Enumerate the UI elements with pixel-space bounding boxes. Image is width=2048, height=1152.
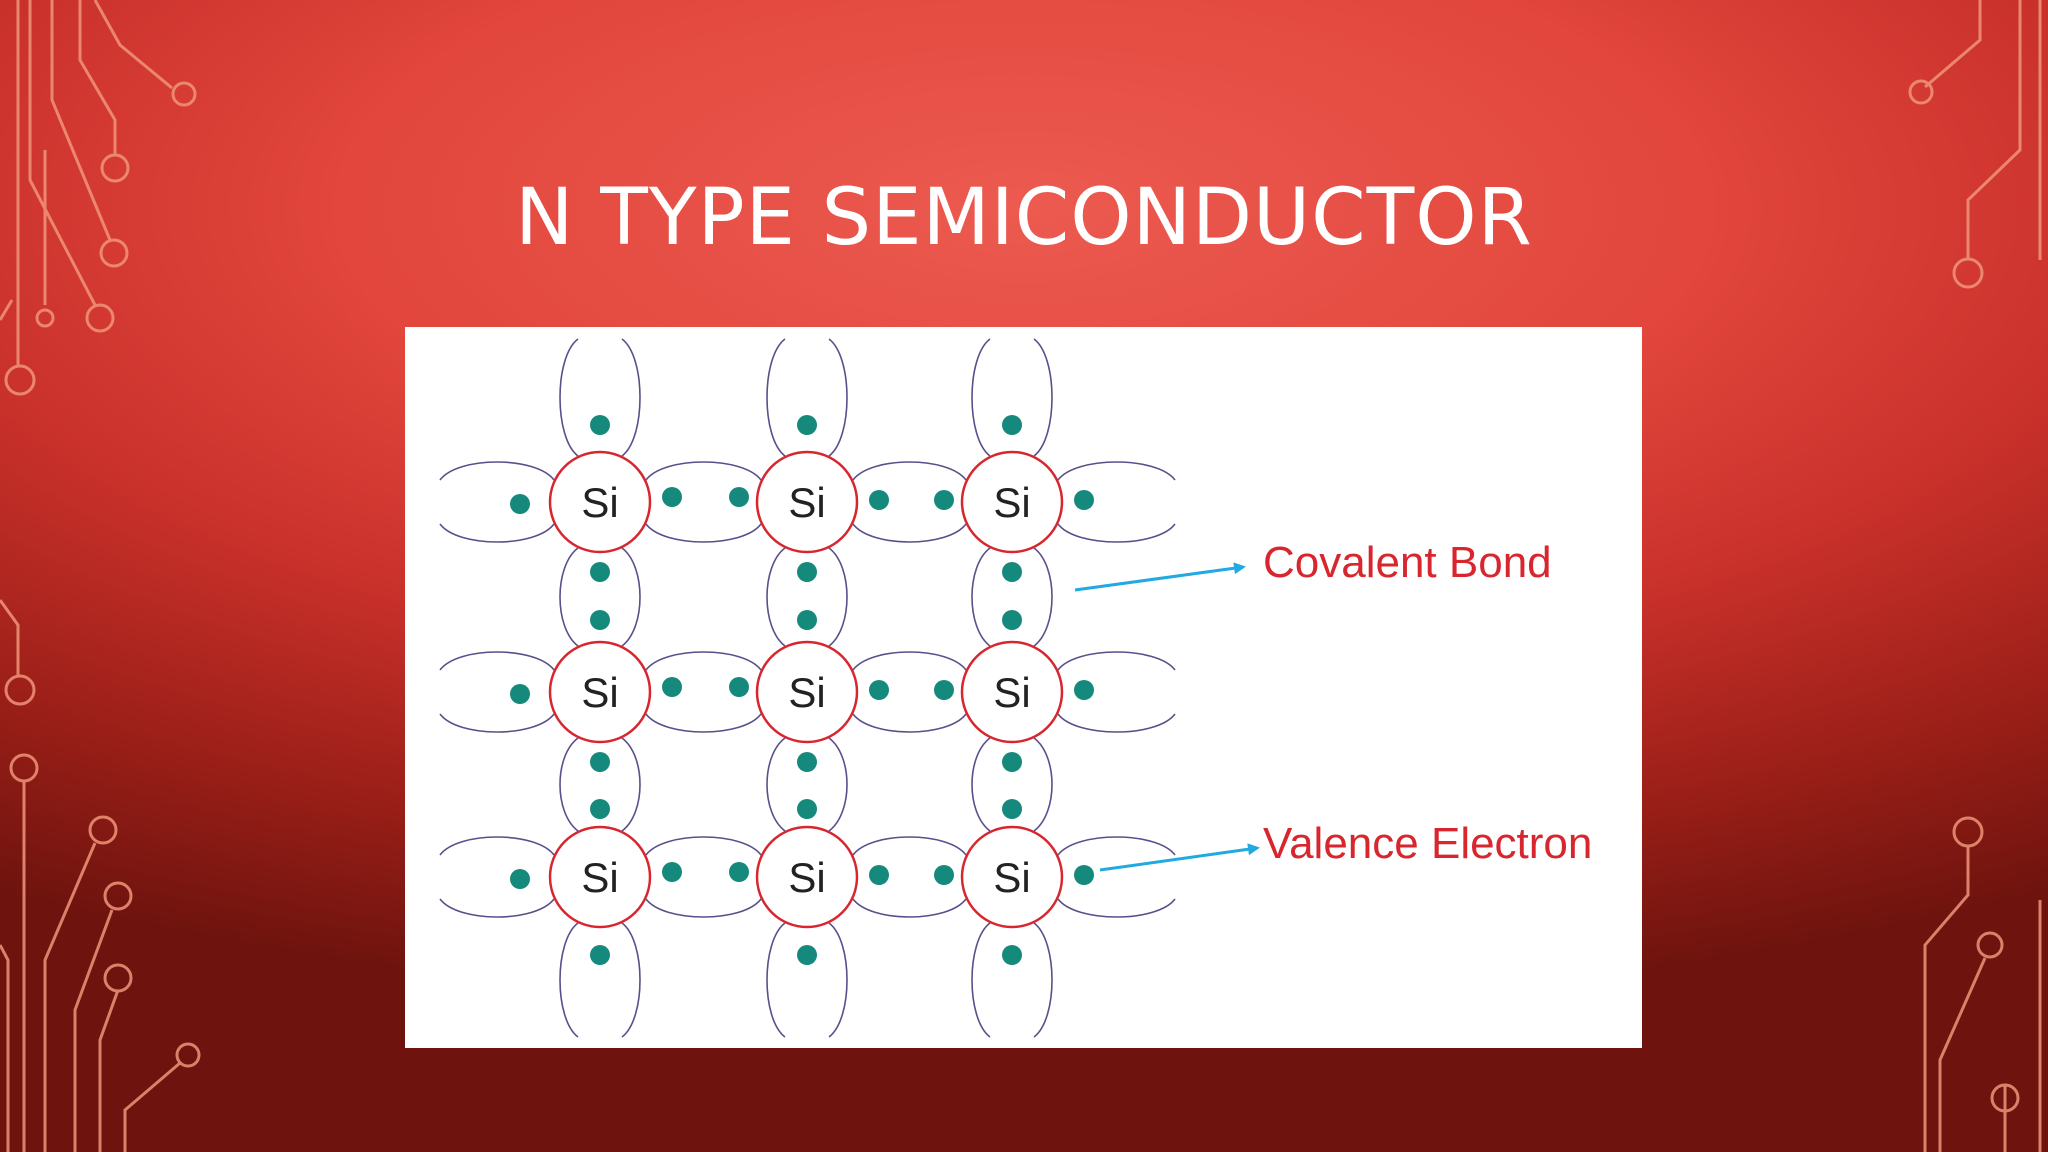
valence-electron [797,945,817,965]
valence-electron [1002,799,1022,819]
atom-symbol-label: Si [788,479,825,526]
slide-title: N TYPE SEMICONDUCTOR [0,168,2048,268]
atom-symbol-label: Si [788,669,825,716]
valence-electron [1074,680,1094,700]
covalent-bond-arc [440,652,554,732]
valence-electron [510,684,530,704]
circuit-trace [95,0,172,88]
covalent-bond-arrow [1075,567,1243,590]
circuit-trace [0,945,8,1152]
atom-symbol-label: Si [993,854,1030,901]
circuit-node [87,305,113,331]
circuit-trace [1925,0,1980,87]
circuit-trace [75,910,112,1152]
covalent-bond-arc [767,339,847,456]
valence-electron [590,752,610,772]
valence-electron [869,490,889,510]
circuit-node [105,883,131,909]
valence-electron [662,487,682,507]
atom-symbol-label: Si [581,854,618,901]
circuit-trace [45,843,95,1152]
valence-electron [1074,490,1094,510]
covalent-bond-arc [560,923,640,1037]
valence-electron [797,415,817,435]
covalent-bond-arc [767,923,847,1037]
circuit-node [6,676,34,704]
valence-electron [1074,865,1094,885]
valence-electron [869,865,889,885]
valence-electron [934,680,954,700]
valence-electron [1002,610,1022,630]
circuit-node [6,366,34,394]
covalent-bond-arc [440,462,554,542]
circuit-node [173,83,195,105]
valence-electron [729,862,749,882]
valence-electron [869,680,889,700]
covalent-bond-arc [440,837,554,917]
circuit-node [37,310,53,326]
circuit-trace [100,990,118,1152]
circuit-node [11,755,37,781]
valence-electron [934,865,954,885]
valence-electron [797,610,817,630]
covalent-bond-label: Covalent Bond [1263,538,1552,587]
valence-electron [510,494,530,514]
valence-electron [590,415,610,435]
atom-symbol-label: Si [581,479,618,526]
valence-electron [590,799,610,819]
valence-electron [1002,752,1022,772]
valence-electron [1002,562,1022,582]
atom-symbol-label: Si [993,479,1030,526]
atom-symbol-label: Si [581,669,618,716]
valence-electron [729,677,749,697]
valence-electron-arrow [1100,848,1257,870]
valence-electron [662,677,682,697]
valence-electron [729,487,749,507]
valence-electron [1002,945,1022,965]
circuit-node [177,1044,199,1066]
circuit-node [1954,818,1982,846]
circuit-trace [0,600,18,675]
valence-electron [797,562,817,582]
circuit-trace [80,0,115,155]
valence-electron-label: Valence Electron [1263,819,1592,868]
valence-electron [934,490,954,510]
circuit-node [105,965,131,991]
circuit-node [1910,81,1932,103]
covalent-bond-arc [972,339,1052,456]
valence-electron [662,862,682,882]
circuit-node [1978,933,2002,957]
valence-electron [1002,415,1022,435]
circuit-trace [1925,847,1968,1152]
circuit-trace [0,300,12,320]
circuit-trace [1940,958,1985,1152]
circuit-trace [125,1063,180,1152]
valence-electron [510,869,530,889]
covalent-bond-arc [972,923,1052,1037]
valence-electron [590,562,610,582]
atom-symbol-label: Si [788,854,825,901]
valence-electron [797,799,817,819]
valence-electron [590,945,610,965]
valence-electron [590,610,610,630]
covalent-bond-arc [560,339,640,456]
valence-electron [797,752,817,772]
atom-symbol-label: Si [993,669,1030,716]
circuit-node [90,817,116,843]
